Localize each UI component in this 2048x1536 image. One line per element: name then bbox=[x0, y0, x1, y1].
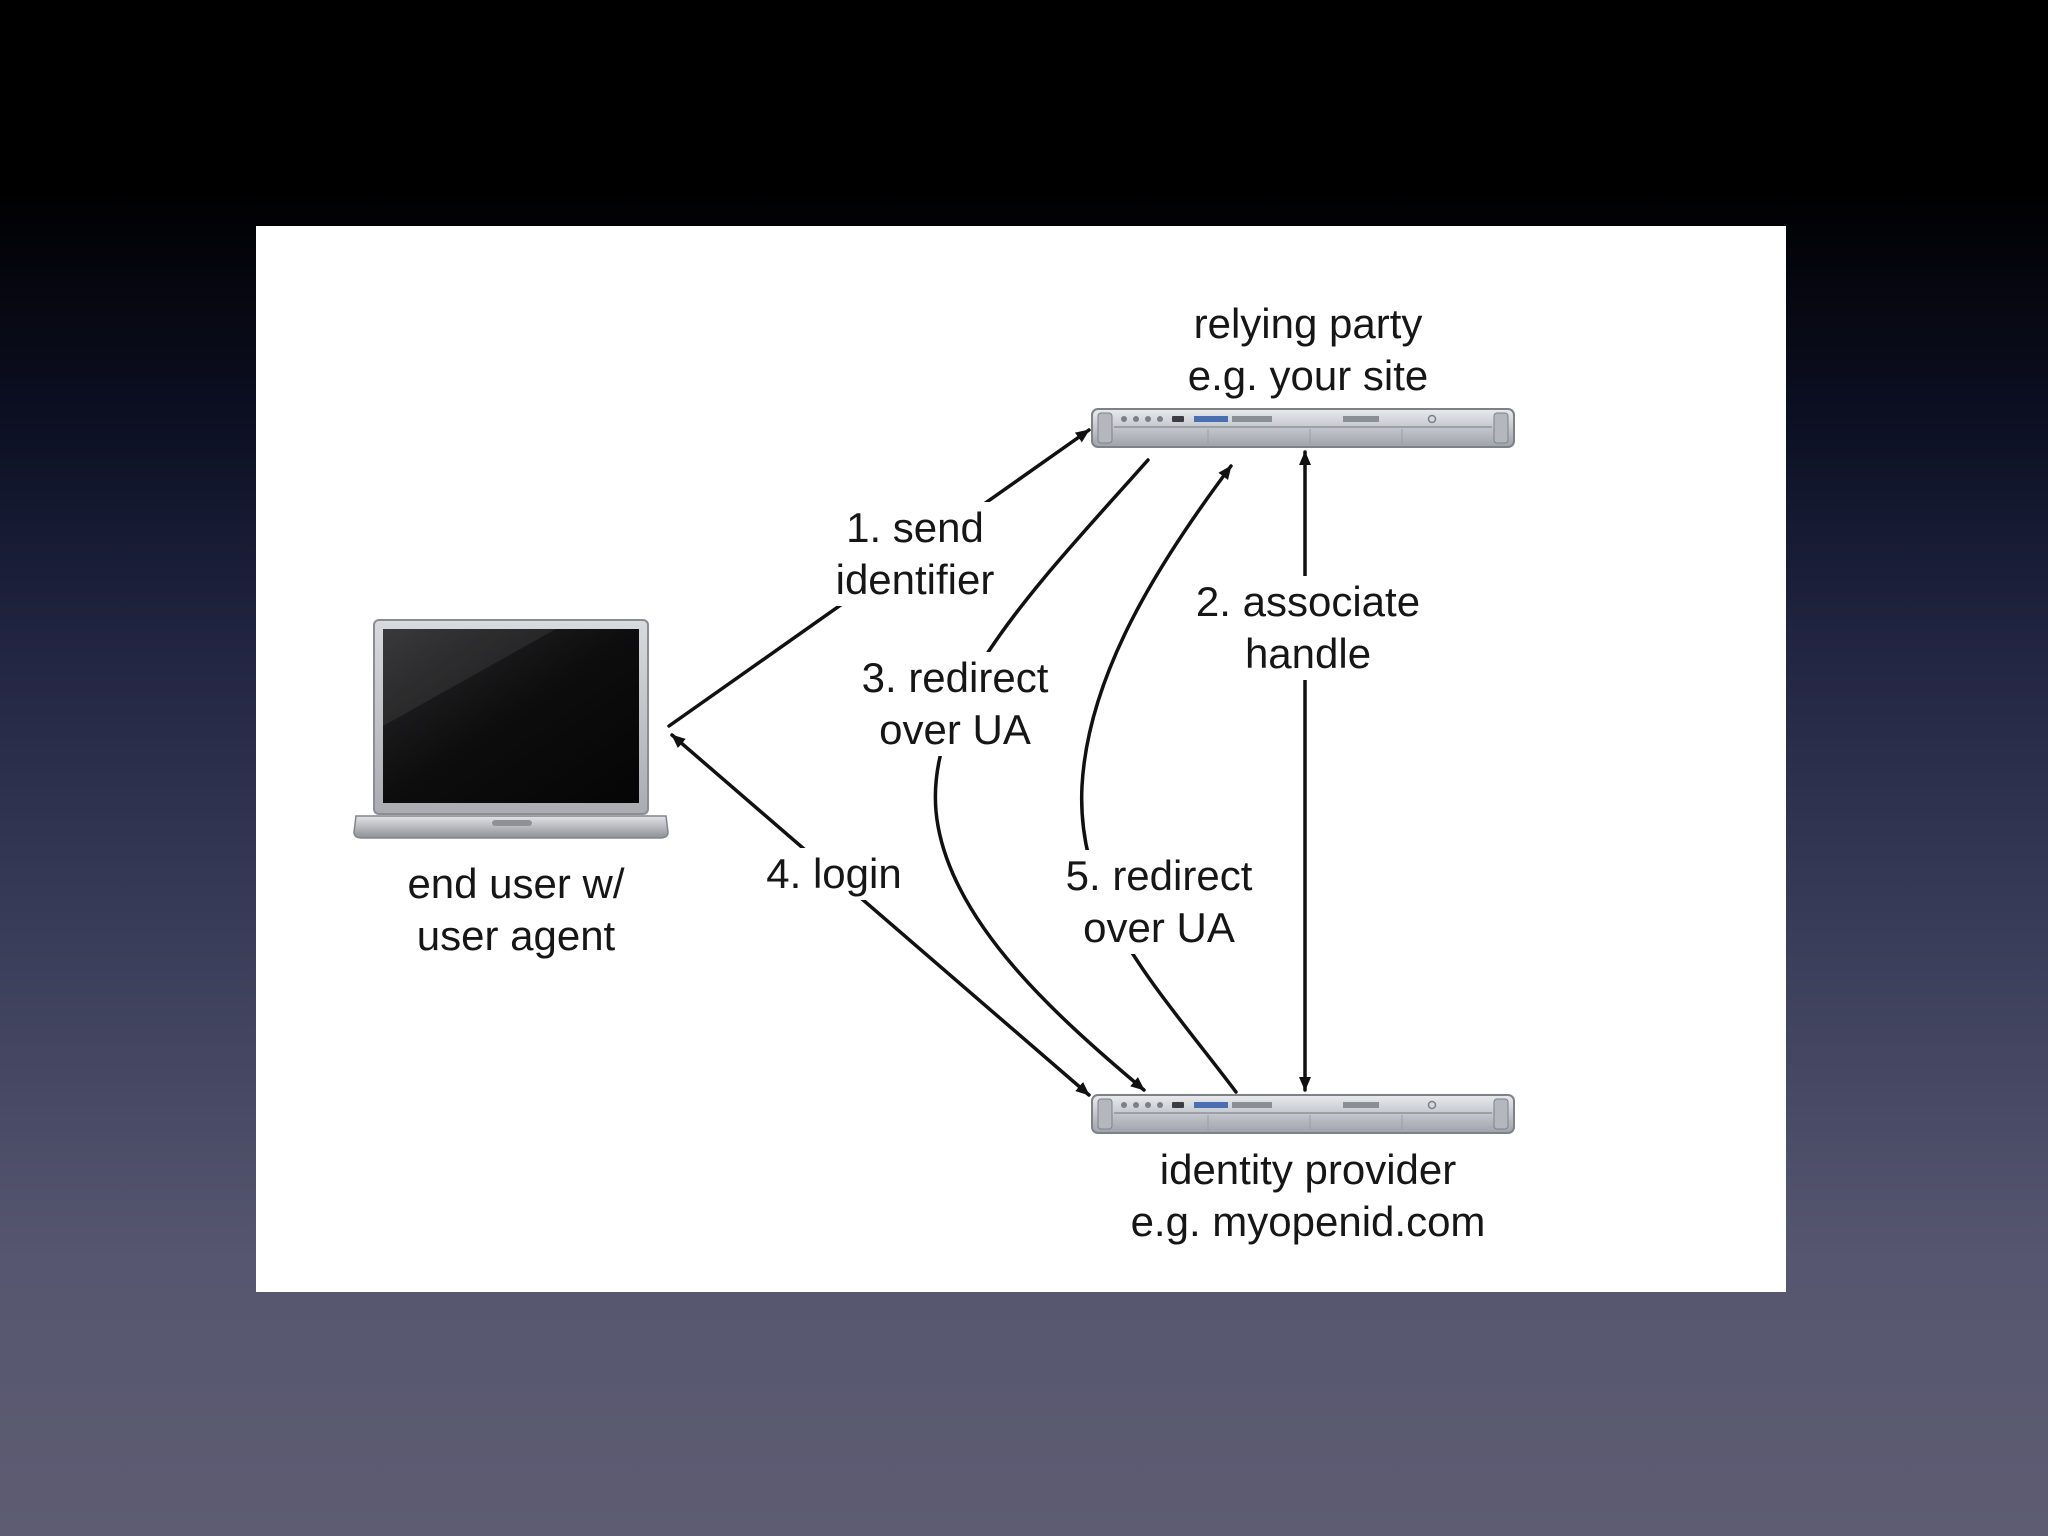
end-user-label: end user w/ user agent bbox=[376, 858, 656, 962]
laptop-icon bbox=[354, 620, 668, 838]
end-user-line1: end user w/ bbox=[380, 858, 652, 910]
identity-provider-label: identity provider e.g. myopenid.com bbox=[1126, 1144, 1490, 1248]
relying-party-title: relying party bbox=[1180, 298, 1436, 350]
identity-provider-title: identity provider bbox=[1130, 1144, 1486, 1196]
arrow-login bbox=[672, 735, 1089, 1095]
arrow-redirect-to-rp bbox=[1082, 466, 1236, 1092]
step-4-label: 4. login bbox=[750, 848, 918, 900]
relying-party-label: relying party e.g. your site bbox=[1176, 298, 1440, 402]
relying-party-server-icon bbox=[1092, 409, 1514, 447]
identity-provider-server-icon bbox=[1092, 1095, 1514, 1133]
step-1-label: 1. send identifier bbox=[822, 502, 1008, 606]
step-2-label: 2. associate handle bbox=[1182, 576, 1434, 680]
diagram-canvas bbox=[256, 226, 1786, 1292]
step-5-label: 5. redirect over UA bbox=[1050, 850, 1268, 954]
diagram-panel: relying party e.g. your site identity pr… bbox=[256, 226, 1786, 1292]
step-3-label: 3. redirect over UA bbox=[846, 652, 1064, 756]
relying-party-subtitle: e.g. your site bbox=[1180, 350, 1436, 402]
end-user-line2: user agent bbox=[380, 910, 652, 962]
identity-provider-subtitle: e.g. myopenid.com bbox=[1130, 1196, 1486, 1248]
